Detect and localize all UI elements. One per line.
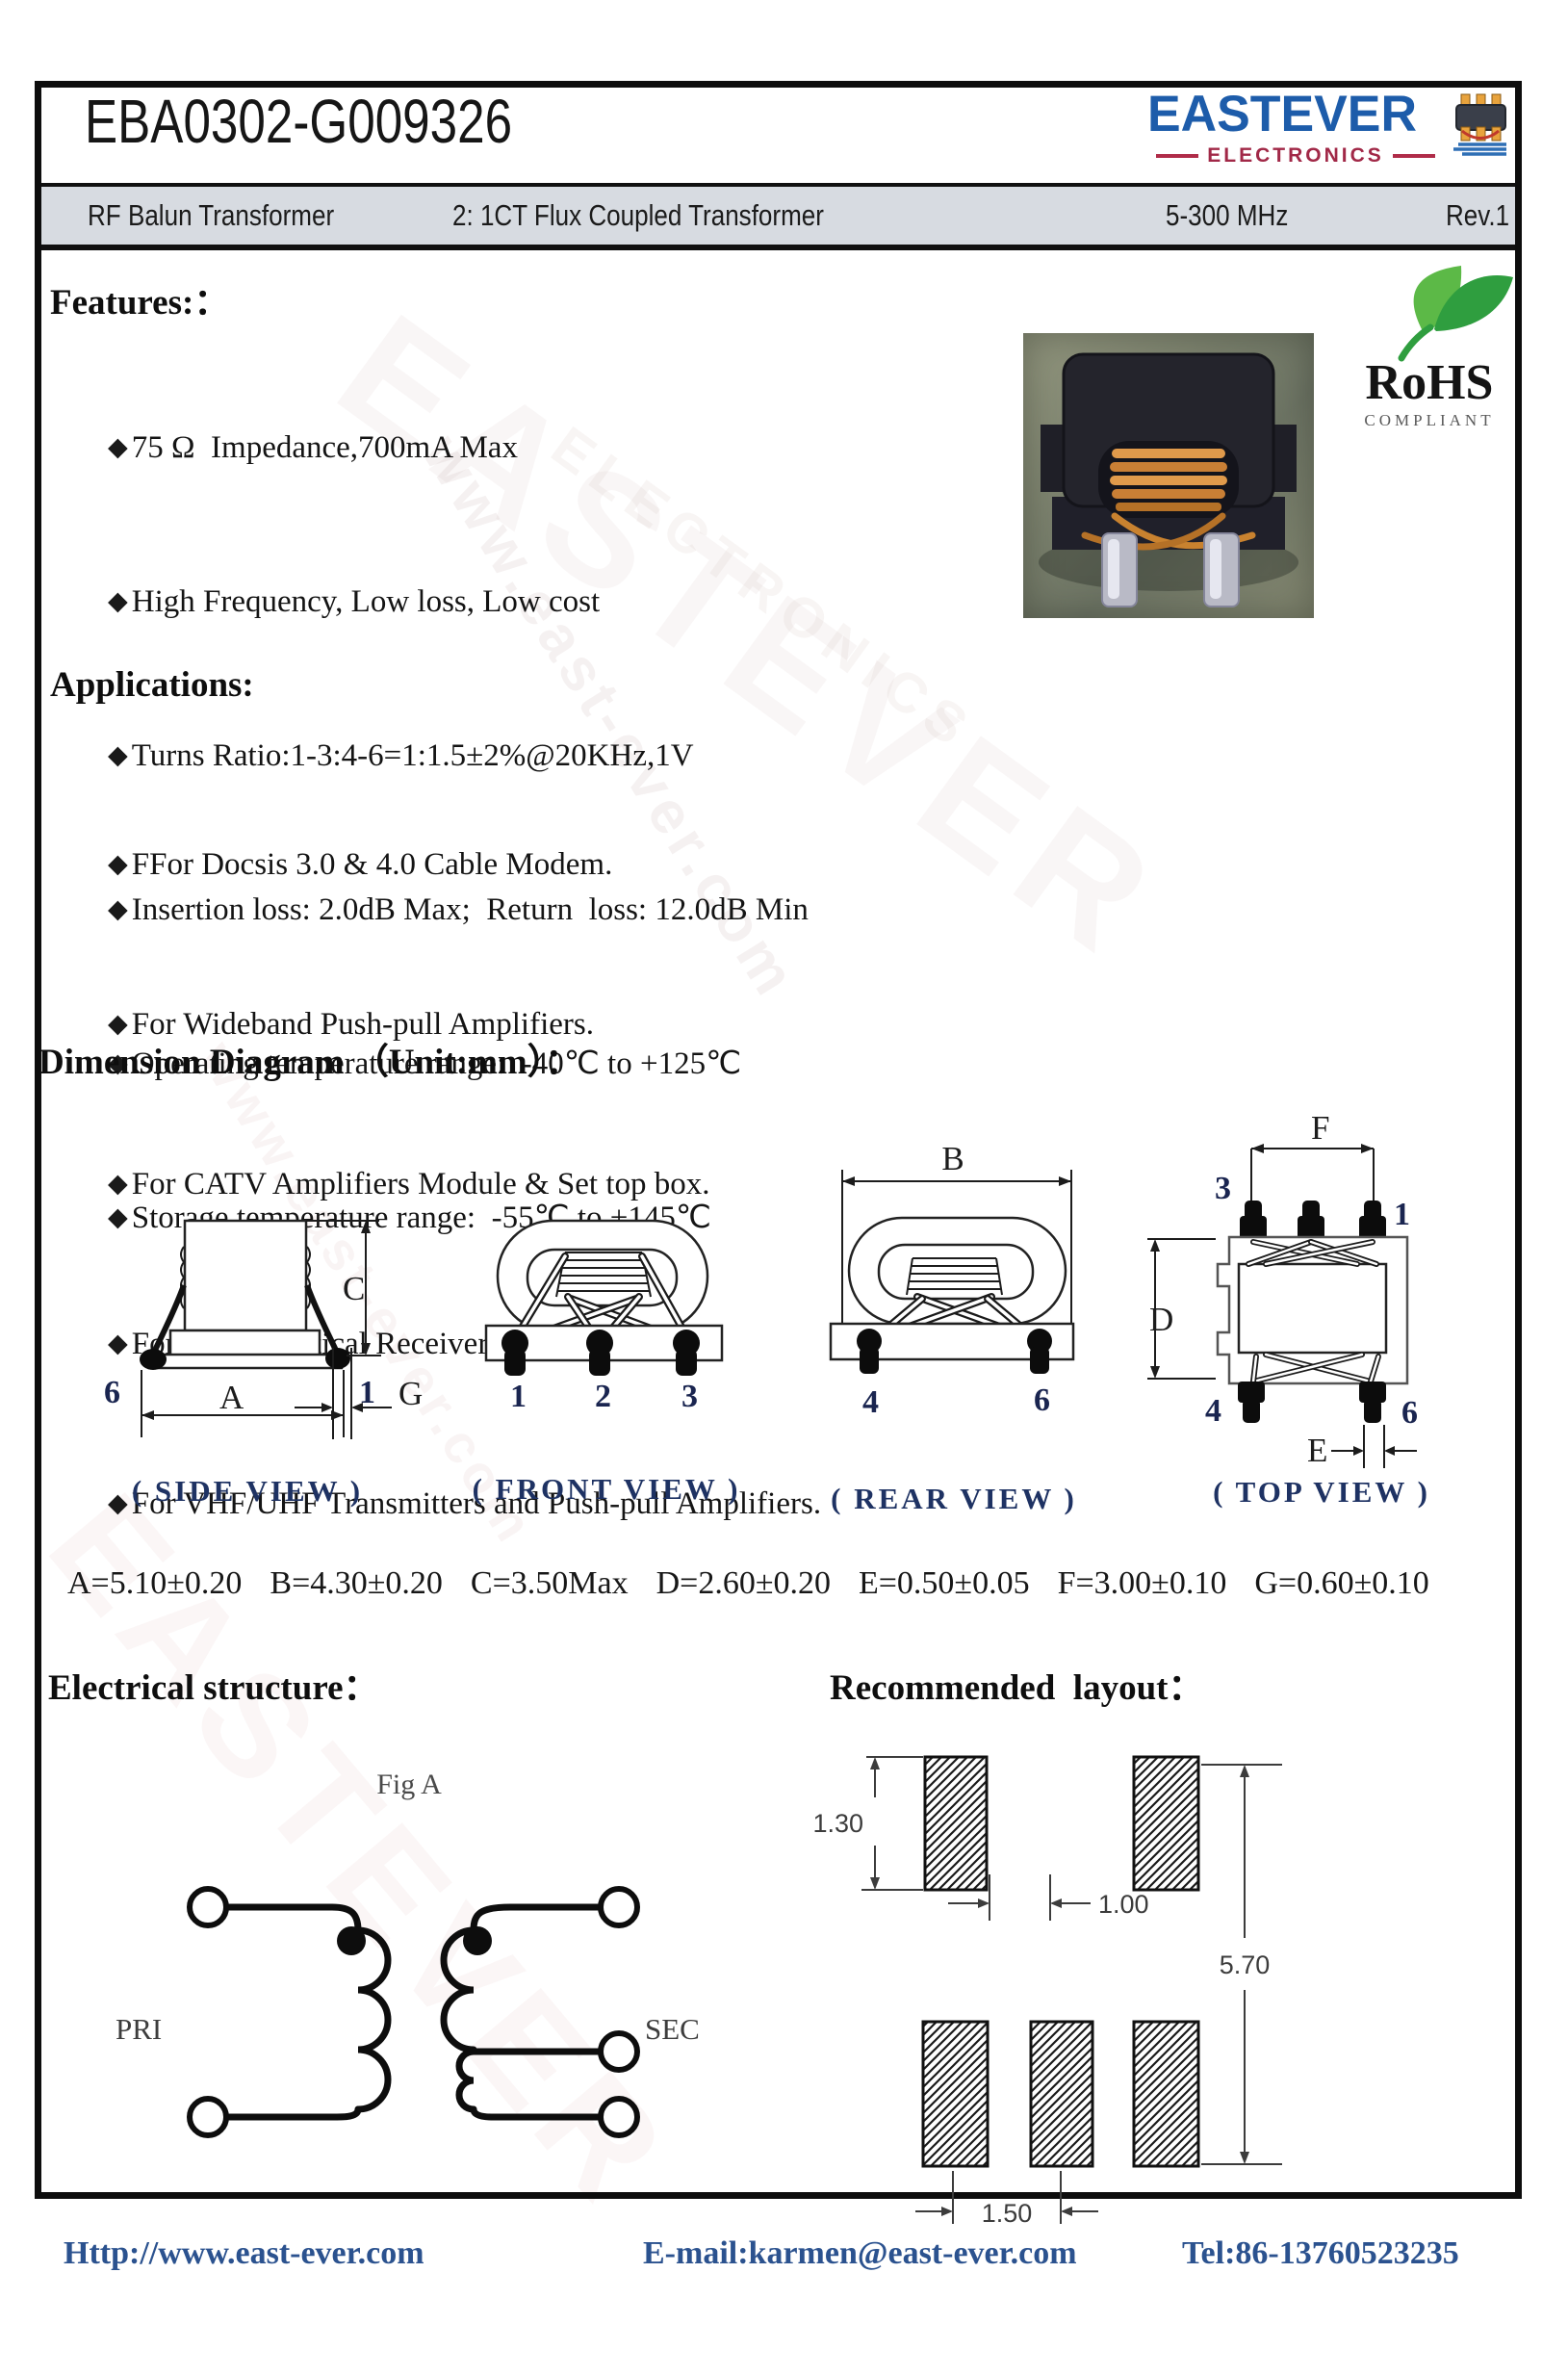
svg-text:F: F: [1311, 1109, 1329, 1147]
svg-text:1: 1: [510, 1379, 527, 1414]
footer-website: Http://www.east-ever.com: [64, 2235, 424, 2271]
rohs-logo: RoHS COMPLIANT: [1364, 266, 1513, 429]
diamond-bullet-icon: ◆: [108, 849, 128, 879]
feature-item: ◆High Frequency, Low loss, Low cost: [108, 584, 601, 619]
svg-text:1.30: 1.30: [813, 1809, 863, 1838]
electrical-schematic: Fig A PRI SEC: [116, 1769, 700, 2138]
logo-rule-right: [1392, 154, 1435, 158]
diamond-bullet-icon: ◆: [108, 1488, 128, 1518]
feature-item: ◆Turns Ratio:1-3:4-6=1:1.5±2%@20KHz,1V: [108, 738, 694, 773]
svg-text:D: D: [1149, 1301, 1173, 1338]
svg-text:5.70: 5.70: [1220, 1950, 1271, 1979]
diamond-bullet-icon: ◆: [108, 894, 128, 924]
features-heading: Features:：: [50, 283, 230, 323]
top-view-diagram: F 3 1 D: [1147, 1109, 1430, 1509]
diamond-bullet-icon: ◆: [108, 1048, 128, 1078]
diamond-bullet-icon: ◆: [108, 740, 128, 770]
part-number-title: EBA0302-G009326: [85, 87, 513, 156]
product-type: 2: 1CT Flux Coupled Transformer: [452, 198, 824, 232]
svg-text:B: B: [941, 1141, 964, 1177]
dim-value: B=4.30±0.20: [270, 1565, 443, 1601]
application-item: ◆For CATV Amplifiers Module & Set top bo…: [108, 1167, 710, 1201]
application-item: ◆For VHF/UHF Transmitters and Push-pull …: [108, 1486, 822, 1521]
side-view-diagram: C A 1 G 6 ( SIDE VIEW ): [104, 1219, 423, 1508]
product-photo: [1023, 333, 1314, 618]
svg-text:6: 6: [104, 1375, 120, 1410]
top-wires: [1246, 1239, 1381, 1384]
recommended-layout-heading: Recommended layout：: [830, 1668, 1204, 1708]
logo-rule-left: [1156, 154, 1199, 158]
electrical-structure-heading: Electrical structure：: [48, 1668, 379, 1708]
application-item: ◆FFor Docsis 3.0 & 4.0 Cable Modem.: [108, 847, 613, 882]
diamond-bullet-icon: ◆: [108, 432, 128, 462]
secondary-label: SEC: [645, 2012, 700, 2046]
diamond-bullet-icon: ◆: [108, 1169, 128, 1199]
leaf-left-icon: [1413, 266, 1462, 331]
feature-item: ◆75 Ω Impedance,700mA Max: [108, 430, 518, 465]
dim-value: E=0.50±0.05: [858, 1565, 1030, 1601]
subtitle-bar: RF Balun Transformer 2: 1CT Flux Coupled…: [41, 183, 1515, 250]
diamond-bullet-icon: ◆: [108, 1202, 128, 1232]
svg-text:1: 1: [1394, 1197, 1410, 1232]
svg-text:1.00: 1.00: [1098, 1890, 1149, 1919]
rohs-title: RoHS: [1366, 355, 1494, 410]
page-border: [35, 81, 1522, 2199]
svg-text:A: A: [219, 1379, 244, 1416]
company-logo-subtitle: ELECTRONICS: [1207, 144, 1384, 167]
svg-text:G: G: [398, 1375, 423, 1412]
svg-text:( FRONT VIEW ): ( FRONT VIEW ): [473, 1472, 741, 1506]
product-line: RF Balun Transformer: [88, 198, 335, 232]
svg-text:1.50: 1.50: [982, 2199, 1033, 2228]
svg-text:E: E: [1307, 1432, 1327, 1469]
company-logo-subtitle-row: ELECTRONICS: [1151, 144, 1440, 168]
recommended-layout-diagram: 1.30 1.00 5.70 1.50: [813, 1755, 1282, 2228]
frequency-range: 5-300 MHz: [1166, 198, 1289, 232]
rear-view-diagram: B 4 6 ( REAR VIEW ): [829, 1141, 1077, 1515]
svg-text:C: C: [343, 1270, 365, 1307]
svg-text:4: 4: [1205, 1393, 1221, 1429]
dim-value: G=0.60±0.10: [1254, 1565, 1429, 1601]
svg-text:6: 6: [1401, 1395, 1418, 1431]
footer-telephone: Tel:86-13760523235: [1182, 2235, 1459, 2271]
svg-text:( REAR VIEW ): ( REAR VIEW ): [831, 1482, 1077, 1515]
logo-component-icon: [1453, 93, 1506, 156]
svg-text:3: 3: [1215, 1171, 1231, 1206]
svg-text:3: 3: [681, 1379, 698, 1414]
applications-heading: Applications:: [50, 665, 254, 705]
svg-text:2: 2: [595, 1379, 611, 1414]
svg-text:( TOP VIEW ): ( TOP VIEW ): [1213, 1475, 1430, 1509]
diamond-bullet-icon: ◆: [108, 1329, 128, 1358]
svg-text:4: 4: [862, 1384, 879, 1420]
company-logo-text: EASTEVER: [1147, 86, 1417, 142]
dim-value: C=3.50Max: [470, 1565, 629, 1601]
feature-item: ◆Insertion loss: 2.0dB Max; Return loss:…: [108, 892, 809, 927]
diamond-bullet-icon: ◆: [108, 586, 128, 616]
feature-item: ◆Operating temperature range: -40℃ to +1…: [108, 1046, 742, 1081]
revision-label: Rev.1: [1446, 198, 1510, 232]
figure-label: Fig A: [376, 1769, 442, 1800]
dim-value: F=3.00±0.10: [1057, 1565, 1227, 1601]
dimension-values: A=5.10±0.20 B=4.30±0.20 C=3.50Max D=2.60±0.…: [67, 1565, 1457, 1602]
leaf-right-icon: [1434, 275, 1513, 331]
rohs-subtitle: COMPLIANT: [1364, 411, 1494, 429]
front-view-diagram: 1 2 3 ( FRONT VIEW ): [473, 1219, 741, 1506]
diamond-bullet-icon: ◆: [108, 1009, 128, 1039]
dim-value: A=5.10±0.20: [67, 1565, 243, 1601]
svg-text:1: 1: [359, 1375, 375, 1410]
svg-text:6: 6: [1034, 1382, 1050, 1418]
primary-label: PRI: [116, 2012, 162, 2046]
svg-text:( SIDE VIEW ): ( SIDE VIEW ): [132, 1474, 363, 1508]
footer-email: E-mail:karmen@east-ever.com: [643, 2235, 1077, 2271]
dimension-diagram-heading: Dimension Diagram （Unit:mm）：: [39, 1043, 581, 1082]
application-item: ◆For Wideband Push-pull Amplifiers.: [108, 1007, 594, 1042]
dim-value: D=2.60±0.20: [655, 1565, 831, 1601]
